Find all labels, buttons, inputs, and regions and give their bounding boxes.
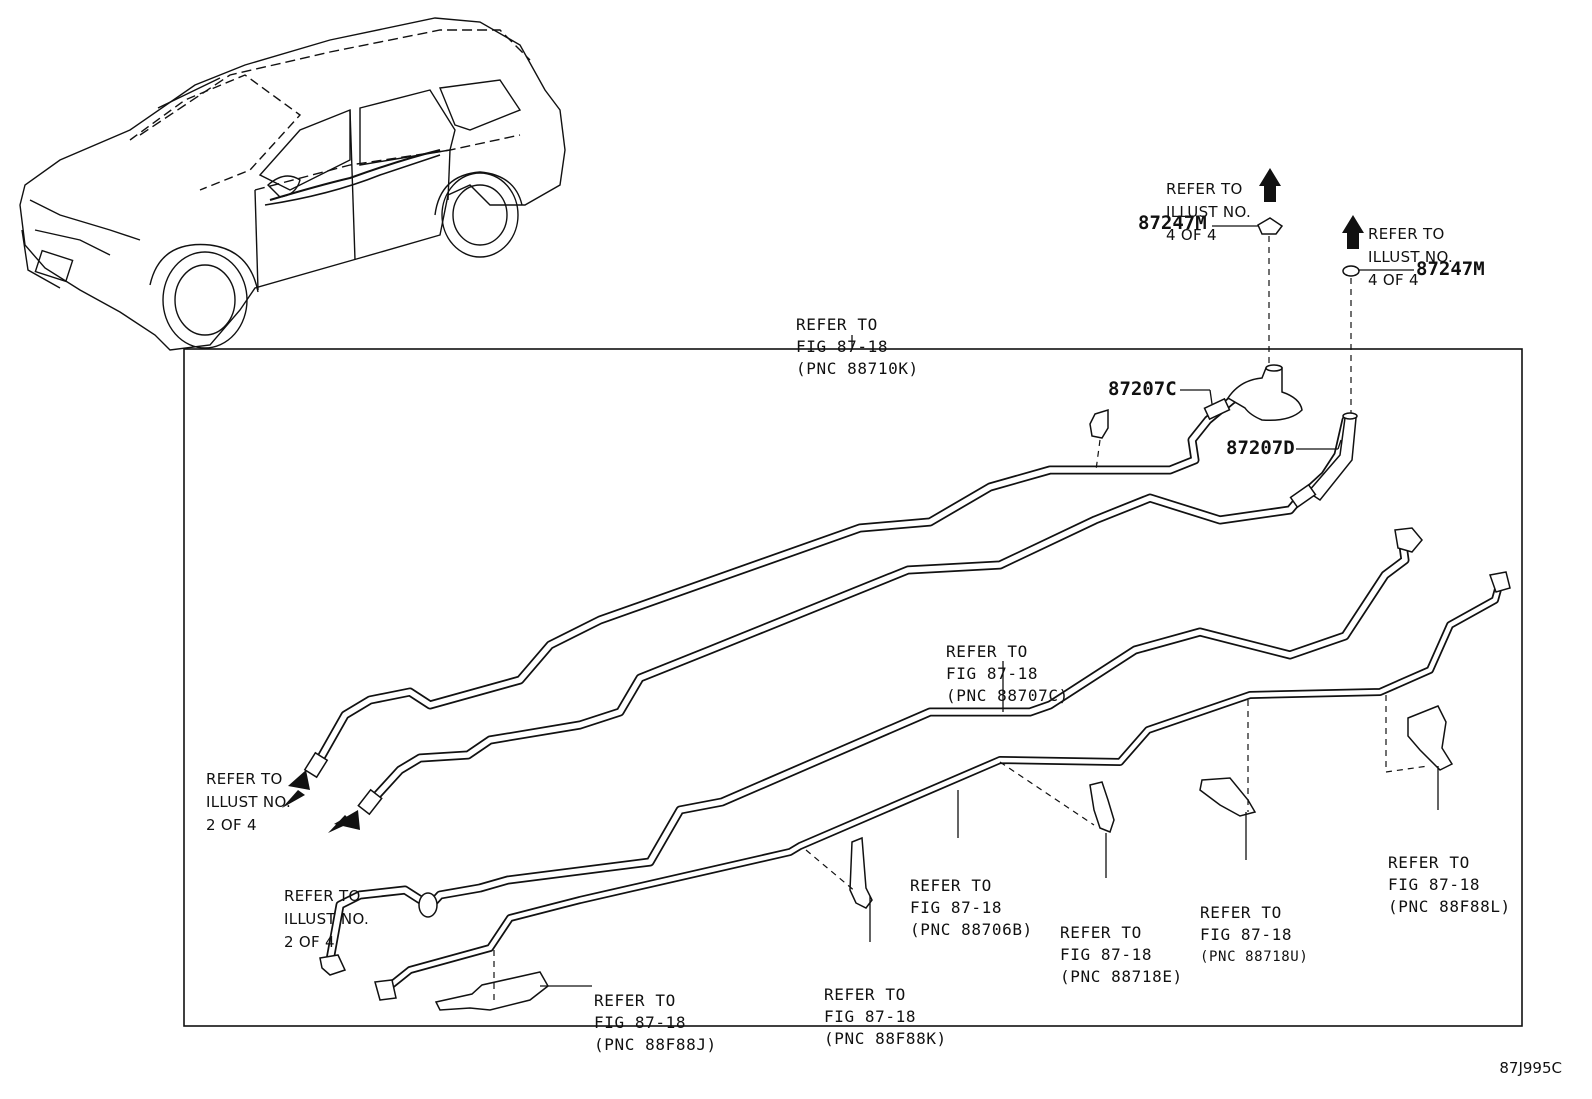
part-number-87247m-top: 87247M — [1138, 212, 1207, 234]
part-number-87247m-right: 87247M — [1416, 258, 1485, 280]
part-number-87207c: 87207C — [1108, 378, 1177, 400]
vehicle-outline — [19, 17, 566, 351]
part-number-87207d: 87207D — [1226, 437, 1295, 459]
dashed-leaders — [493, 236, 1429, 1003]
solid-leaders — [540, 225, 1439, 987]
drawing-code: 87J995C — [1499, 1059, 1562, 1077]
reference-arrows — [282, 168, 1364, 833]
hoses-and-fittings — [303, 217, 1511, 1011]
assembly-frame — [183, 348, 1523, 1027]
fuel-tubes — [310, 380, 1504, 994]
